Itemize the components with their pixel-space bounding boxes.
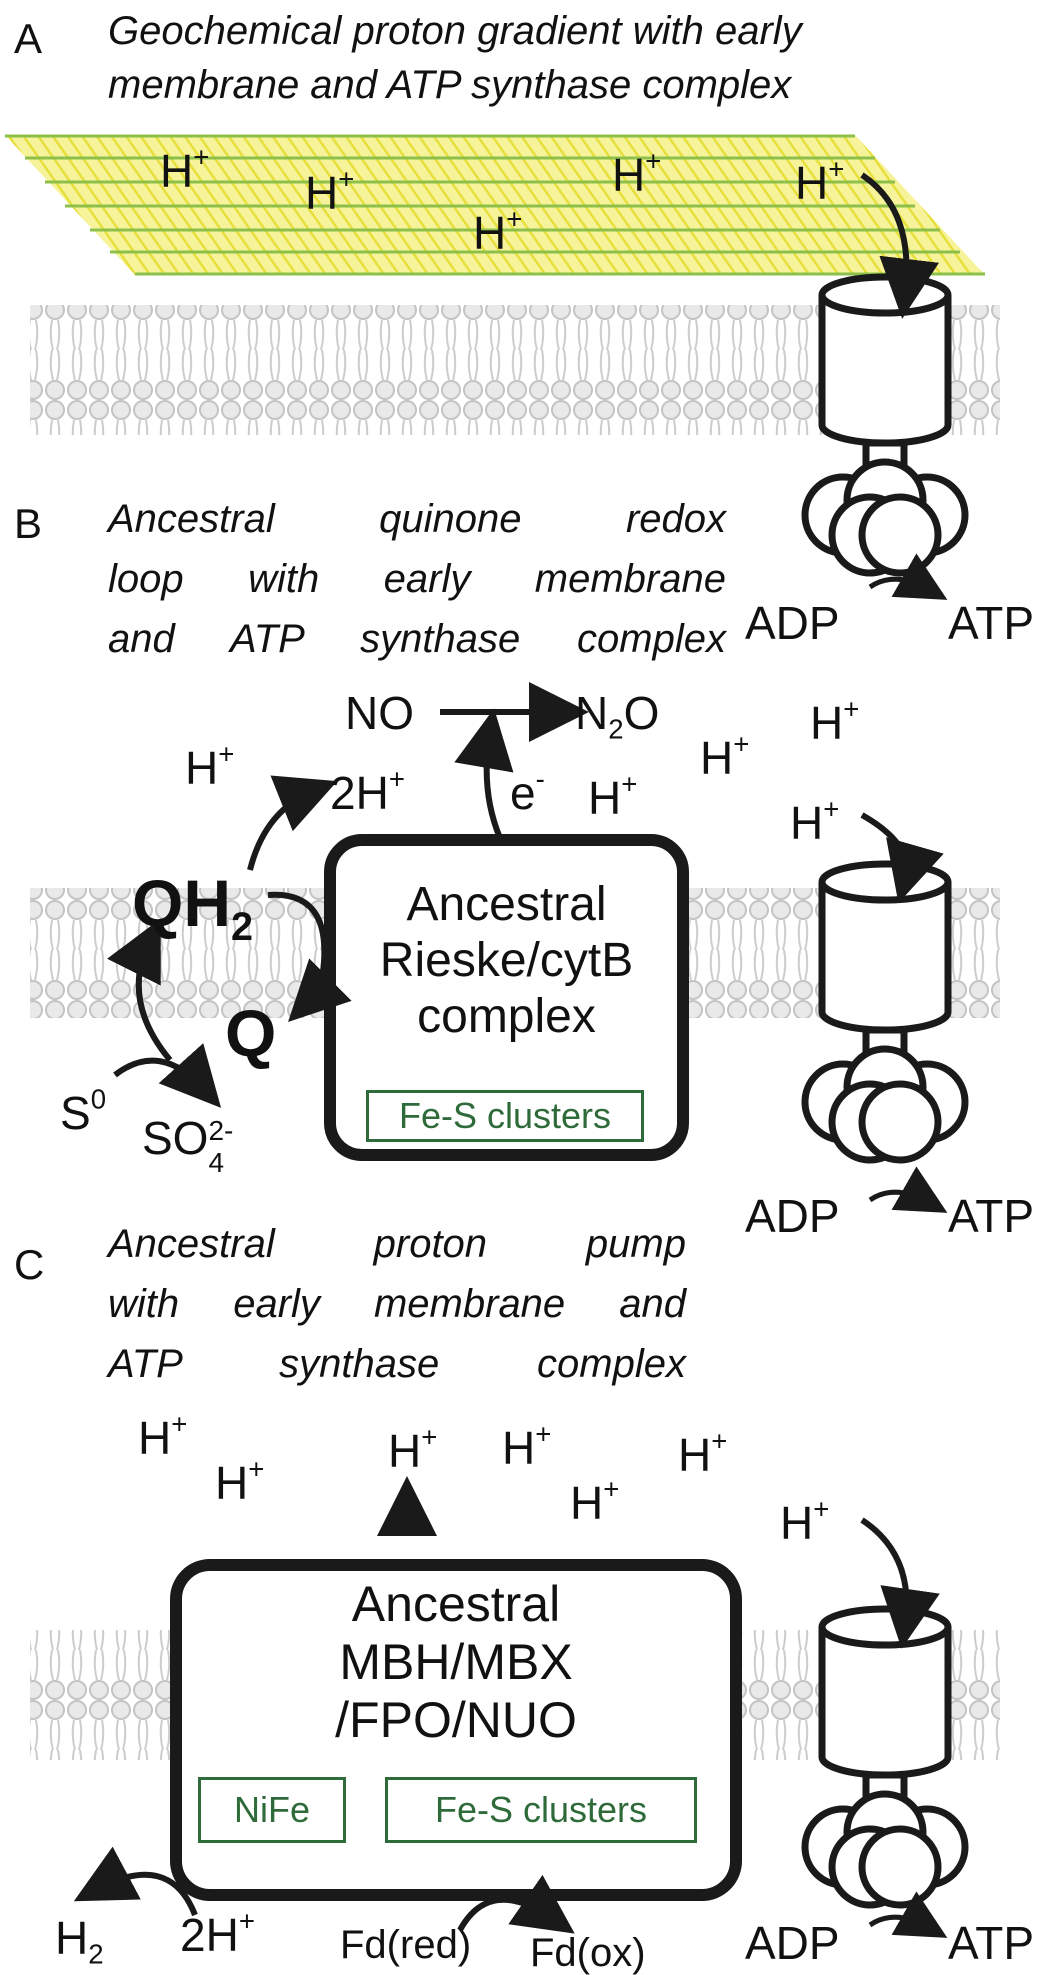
atp-synthase-b: [801, 860, 969, 1164]
panel-c-title-line3: ATP synthase complex: [108, 1342, 686, 1386]
fe-s-clusters-box-b: Fe-S clusters: [366, 1090, 644, 1142]
rieske-complex-label: Ancestral Rieske/cytB complex: [379, 878, 634, 1043]
adp-label-a: ADP: [745, 597, 840, 649]
proton-b4: H+: [810, 693, 860, 749]
atp-label-b: ATP: [948, 1190, 1035, 1242]
s0-label: S0: [60, 1083, 107, 1139]
proton-a5: H+: [795, 153, 845, 209]
panel-a-title-line1: Geochemical proton gradient with early: [108, 9, 802, 53]
proton-b3: H+: [700, 728, 750, 784]
proton-c1: H+: [138, 1408, 188, 1464]
atp-synthase-c: [801, 1605, 969, 1909]
fd-red-label: Fd(red): [340, 1923, 472, 1967]
panel-c-title-line1: Ancestral proton pump: [108, 1222, 686, 1266]
panel-b-title-line1: Ancestral quinone redox: [108, 497, 726, 541]
panel-label-c: C: [14, 1241, 45, 1288]
proton-c5: H+: [570, 1473, 620, 1529]
fd-ox-label: Fd(ox): [530, 1931, 646, 1975]
proton-a4: H+: [612, 145, 662, 201]
proton-c6: H+: [678, 1425, 728, 1481]
pump-complex-label: Ancestral MBH/MBX /FPO/NUO: [335, 1576, 577, 1748]
proton-a3: H+: [473, 203, 523, 259]
qh2-label: QH2: [132, 866, 254, 949]
atp-synthase-a: [801, 273, 969, 577]
proton-gradient: [5, 134, 985, 276]
no-label: NO: [345, 687, 414, 739]
panel-label-b: B: [14, 500, 43, 547]
proton-c4: H+: [502, 1418, 552, 1474]
proton-b2: H+: [588, 768, 638, 824]
panel-c-title-line2: with early membrane and: [108, 1282, 686, 1326]
h2-label: H2: [55, 1912, 104, 1970]
proton-a1: H+: [160, 141, 210, 197]
panel-b-title-line3: and ATP synthase complex: [108, 617, 726, 661]
two-protons-b: 2H+: [330, 763, 405, 819]
nife-box: NiFe: [198, 1777, 346, 1843]
atp-label-a: ATP: [948, 597, 1035, 649]
pump-complex-box: [170, 1559, 742, 1901]
proton-b1: H+: [185, 738, 235, 794]
proton-b5: H+: [790, 793, 840, 849]
electron-label: e-: [510, 763, 545, 819]
proton-a2: H+: [305, 163, 355, 219]
fe-s-clusters-box-c: Fe-S clusters: [385, 1777, 697, 1843]
panel-b-title-line2: loop with early membrane: [108, 557, 726, 601]
proton-c7: H+: [780, 1493, 830, 1549]
n2o-label: N2O: [575, 687, 660, 745]
atp-label-c: ATP: [948, 1917, 1035, 1969]
adp-label-b: ADP: [745, 1190, 840, 1242]
two-protons-c: 2H+: [180, 1905, 255, 1961]
panel-a-title-line2: membrane and ATP synthase complex: [108, 63, 792, 107]
adp-label-c: ADP: [745, 1917, 840, 1969]
proton-c3: H+: [388, 1421, 438, 1477]
q-label: Q: [225, 996, 277, 1070]
proton-c2: H+: [215, 1453, 265, 1509]
panel-label-a: A: [14, 15, 43, 62]
